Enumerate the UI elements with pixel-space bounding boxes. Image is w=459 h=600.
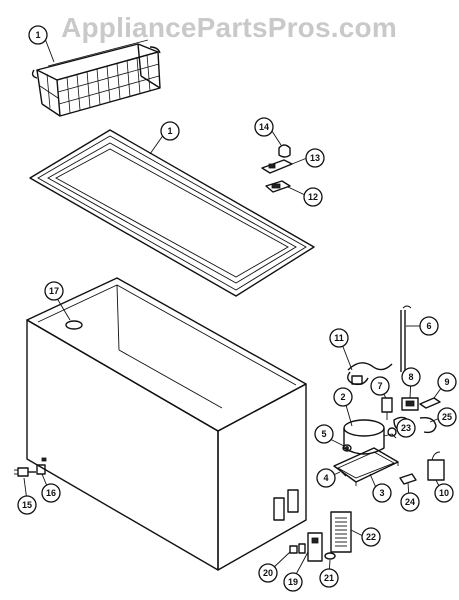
hinge-plate <box>265 180 291 193</box>
callout-12: 12 <box>303 187 323 207</box>
callout-3: 3 <box>372 483 392 503</box>
callout-5: 5 <box>314 424 334 444</box>
callout-label: 4 <box>323 473 328 483</box>
callout-label: 20 <box>263 568 273 578</box>
callout-9: 9 <box>437 372 457 392</box>
small-grommet <box>324 552 336 560</box>
callout-label: 12 <box>308 192 318 202</box>
callout-label: 14 <box>259 122 269 132</box>
lid-gasket <box>29 129 315 297</box>
thermostat <box>381 397 393 420</box>
callout-label: 23 <box>401 423 411 433</box>
callout-7: 7 <box>370 376 390 396</box>
callout-label: 11 <box>334 333 344 343</box>
callout-label: 1 <box>35 30 40 40</box>
capacitor-wire <box>419 416 437 434</box>
callout-label: 16 <box>46 488 56 498</box>
callout-label: 17 <box>49 286 59 296</box>
callout-21: 21 <box>319 568 339 588</box>
callout-2: 2 <box>333 387 353 407</box>
grommet <box>342 444 352 452</box>
compressor-base <box>333 447 399 486</box>
drain-tube <box>400 305 412 372</box>
power-plug <box>14 467 36 477</box>
callout-label: 7 <box>377 381 382 391</box>
freezer-cabinet <box>26 277 307 571</box>
callout-label: 15 <box>22 500 32 510</box>
callout-16: 16 <box>41 483 61 503</box>
callout-22: 22 <box>361 527 381 547</box>
callout-23: 23 <box>396 418 416 438</box>
callout-6: 6 <box>419 316 439 336</box>
callout-1-gasket: 1 <box>160 121 180 141</box>
callout-19: 19 <box>283 572 303 592</box>
callout-11: 11 <box>329 328 349 348</box>
callout-label: 25 <box>442 412 452 422</box>
callout-1-basket: 1 <box>28 25 48 45</box>
callout-10: 10 <box>434 483 454 503</box>
callout-label: 13 <box>310 153 320 163</box>
callout-20: 20 <box>258 563 278 583</box>
callout-label: 1 <box>167 126 172 136</box>
callout-label: 5 <box>321 429 326 439</box>
callout-17: 17 <box>44 281 64 301</box>
callout-25: 25 <box>437 407 457 427</box>
callout-15: 15 <box>17 495 37 515</box>
callout-label: 21 <box>324 573 334 583</box>
relay <box>401 397 419 411</box>
overload-protector <box>419 397 441 409</box>
switch-plate <box>307 532 323 562</box>
callout-label: 19 <box>288 577 298 587</box>
compressor <box>343 419 397 455</box>
drain-cap <box>427 451 445 481</box>
callout-label: 22 <box>366 532 376 542</box>
callout-label: 9 <box>444 377 449 387</box>
grille-panel <box>330 511 352 553</box>
callout-13: 13 <box>305 148 325 168</box>
wire-basket <box>31 39 161 117</box>
callout-4: 4 <box>316 468 336 488</box>
wiring-harness <box>347 362 393 386</box>
callout-label: 6 <box>426 321 431 331</box>
callout-label: 2 <box>340 392 345 402</box>
watermark-text: AppliancePartsPros.com <box>61 12 397 43</box>
callout-label: 8 <box>408 372 413 382</box>
callout-14: 14 <box>254 117 274 137</box>
hinge-bracket <box>261 159 293 174</box>
strain-relief <box>36 464 46 475</box>
bracket <box>399 473 417 485</box>
callout-label: 24 <box>405 497 415 507</box>
callout-label: 3 <box>379 488 384 498</box>
callout-24: 24 <box>400 492 420 512</box>
indicator-light <box>289 543 306 554</box>
callout-label: 10 <box>439 488 449 498</box>
callout-8: 8 <box>401 367 421 387</box>
hinge-cap <box>278 144 291 158</box>
